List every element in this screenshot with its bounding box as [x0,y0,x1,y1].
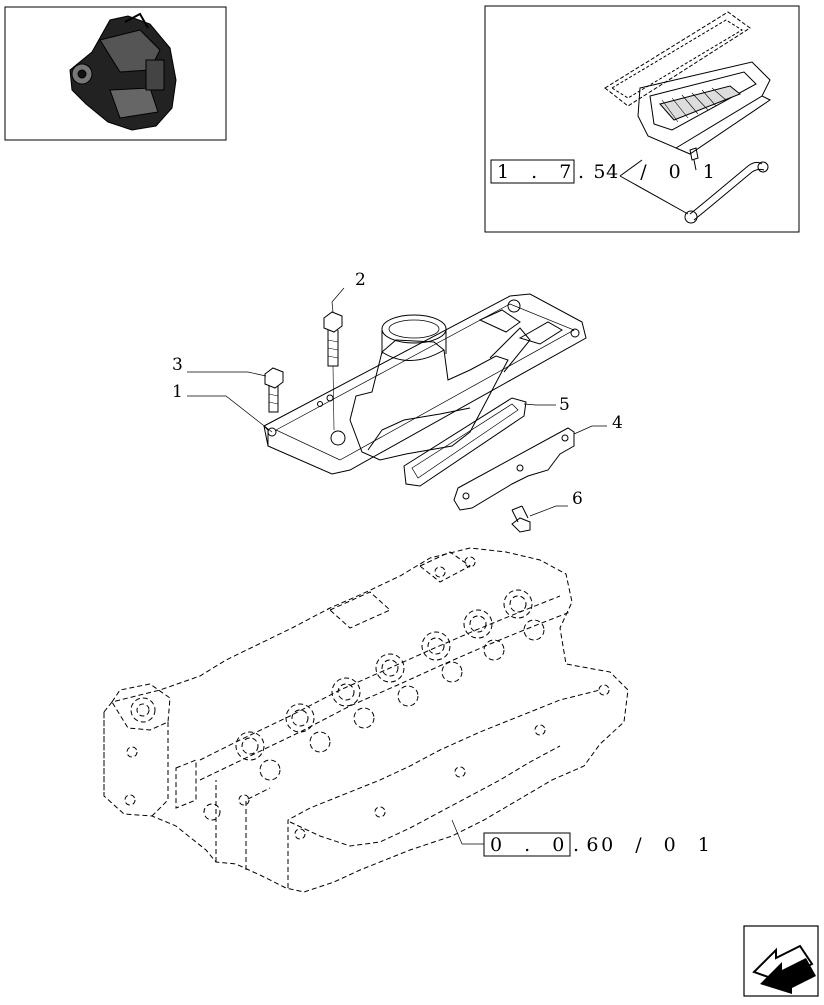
plate-part-4 [453,427,575,511]
bolt-part-3 [264,367,284,413]
callout-2: 2 [355,270,366,290]
engine-thumbnail [4,6,227,141]
intake-manifold-assembly [187,287,607,533]
reference-bottom-boxed: 0 . 0 6 [490,834,606,856]
callout-1: 1 [172,382,183,402]
reference-top-rest: . 4 / 0 1 [578,161,723,183]
reference-top-boxed: 1 . 7 5 [497,161,613,183]
callout-6: 6 [572,489,583,509]
oil-pan-drawing [604,11,771,224]
reference-bottom-rest: . 0 / 0 1 [573,834,718,856]
engine-thumbnail-icon [69,12,177,131]
manifold-plate [263,293,587,475]
gasket-part-5 [403,397,527,487]
next-page-arrow-icon [752,944,816,994]
callout-4: 4 [612,413,623,433]
cylinder-head-drawing [103,547,629,893]
callout-5: 5 [559,395,570,415]
bolt-part-2 [323,311,343,367]
manifold-riser [349,339,509,461]
callout-3: 3 [172,355,183,375]
screw-part-6 [511,505,531,533]
sump-detail-frame: 1 . 7 5 . 4 / 0 1 [484,5,800,233]
next-page-arrow-button[interactable] [743,925,819,997]
